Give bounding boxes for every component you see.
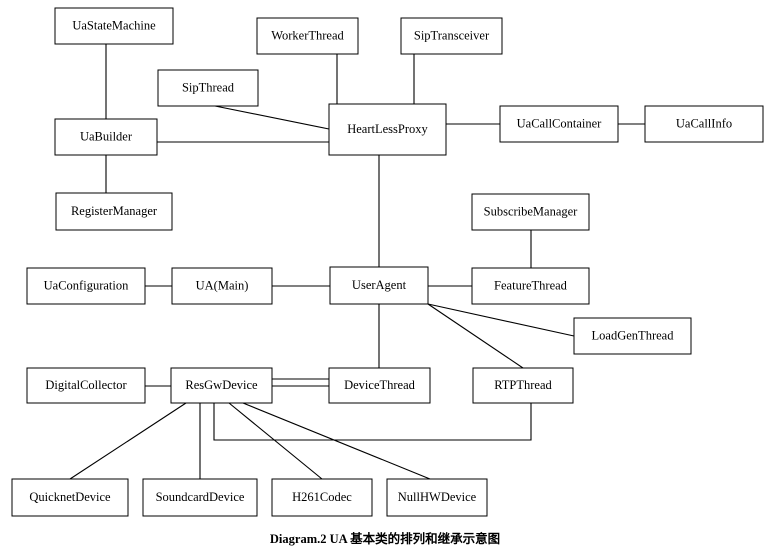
node-label: QuicknetDevice xyxy=(29,490,111,504)
node-box[interactable] xyxy=(170,367,273,404)
node-featurethread[interactable]: FeatureThread xyxy=(471,267,590,305)
node-box[interactable] xyxy=(328,367,431,404)
node-registermanager[interactable]: RegisterManager xyxy=(55,192,173,231)
node-digitalcollector[interactable]: DigitalCollector xyxy=(26,367,146,404)
node-label: FeatureThread xyxy=(494,278,568,292)
node-label: UaStateMachine xyxy=(72,18,156,32)
node-label: WorkerThread xyxy=(271,28,344,42)
node-box[interactable] xyxy=(328,103,447,156)
node-label: LoadGenThread xyxy=(592,328,675,342)
node-label: RTPThread xyxy=(494,378,552,392)
node-subscribemanager[interactable]: SubscribeManager xyxy=(471,193,590,231)
node-box[interactable] xyxy=(26,367,146,404)
node-box[interactable] xyxy=(55,192,173,231)
node-h261codec[interactable]: H261Codec xyxy=(271,478,373,517)
node-uabuilder[interactable]: UaBuilder xyxy=(54,118,158,156)
edge-resgwdevice-h261codec xyxy=(228,402,323,480)
node-workerthread[interactable]: WorkerThread xyxy=(256,17,359,55)
node-label: DeviceThread xyxy=(344,378,416,392)
node-uastatemachine[interactable]: UaStateMachine xyxy=(54,7,174,45)
node-label: UaBuilder xyxy=(80,129,133,143)
node-box[interactable] xyxy=(644,105,764,143)
node-label: SipTransceiver xyxy=(414,28,490,42)
node-label: DigitalCollector xyxy=(45,378,127,392)
node-quicknetdevice[interactable]: QuicknetDevice xyxy=(11,478,129,517)
node-box[interactable] xyxy=(329,266,429,305)
node-box[interactable] xyxy=(573,317,692,355)
node-label: UserAgent xyxy=(352,278,407,292)
node-box[interactable] xyxy=(472,367,574,404)
node-box[interactable] xyxy=(54,118,158,156)
node-label: UaCallContainer xyxy=(517,116,603,130)
node-box[interactable] xyxy=(471,267,590,305)
node-uacallcontainer[interactable]: UaCallContainer xyxy=(499,105,619,143)
node-heartlessproxy[interactable]: HeartLessProxy xyxy=(328,103,447,156)
diagram-caption: Diagram.2 UA 基本类的排列和继承示意图 xyxy=(270,531,500,546)
edge-useragent-loadgenthread xyxy=(427,303,575,337)
node-box[interactable] xyxy=(256,17,359,55)
edge-rtpthread-resgwdevice xyxy=(213,403,532,441)
node-box[interactable] xyxy=(54,7,174,45)
node-loadgenthread[interactable]: LoadGenThread xyxy=(573,317,692,355)
node-label: RegisterManager xyxy=(71,204,158,218)
node-useragent[interactable]: UserAgent xyxy=(329,266,429,305)
node-label: SubscribeManager xyxy=(484,204,579,218)
node-label: UaCallInfo xyxy=(676,116,732,130)
node-ua-main[interactable]: UA(Main) xyxy=(171,267,273,305)
edge-sipthread-heartlessproxy xyxy=(214,105,330,130)
node-resgwdevice[interactable]: ResGwDevice xyxy=(170,367,273,404)
node-box[interactable] xyxy=(157,69,259,107)
node-soundcarddevice[interactable]: SoundcardDevice xyxy=(142,478,258,517)
node-label: NullHWDevice xyxy=(398,490,477,504)
edge-useragent-rtpthread xyxy=(427,303,524,369)
node-devicethread[interactable]: DeviceThread xyxy=(328,367,431,404)
node-uacallinfo[interactable]: UaCallInfo xyxy=(644,105,764,143)
node-box[interactable] xyxy=(171,267,273,305)
node-box[interactable] xyxy=(471,193,590,231)
node-label: SipThread xyxy=(182,80,235,94)
node-nullhwdevice[interactable]: NullHWDevice xyxy=(386,478,488,517)
node-siptransceiver[interactable]: SipTransceiver xyxy=(400,17,503,55)
node-box[interactable] xyxy=(271,478,373,517)
edges-layer xyxy=(69,44,645,480)
edge-resgwdevice-nullhwdevice xyxy=(242,402,431,480)
node-box[interactable] xyxy=(142,478,258,517)
node-label: UA(Main) xyxy=(196,278,249,292)
edge-resgwdevice-quicknetdevice xyxy=(69,402,187,480)
node-box[interactable] xyxy=(499,105,619,143)
node-rtpthread[interactable]: RTPThread xyxy=(472,367,574,404)
node-box[interactable] xyxy=(400,17,503,55)
node-box[interactable] xyxy=(11,478,129,517)
node-label: ResGwDevice xyxy=(185,378,258,392)
node-uaconfiguration[interactable]: UaConfiguration xyxy=(26,267,146,305)
node-label: HeartLessProxy xyxy=(347,122,428,136)
node-label: UaConfiguration xyxy=(44,278,129,292)
node-label: H261Codec xyxy=(292,490,352,504)
node-sipthread[interactable]: SipThread xyxy=(157,69,259,107)
node-box[interactable] xyxy=(386,478,488,517)
node-label: SoundcardDevice xyxy=(156,490,245,504)
node-box[interactable] xyxy=(26,267,146,305)
